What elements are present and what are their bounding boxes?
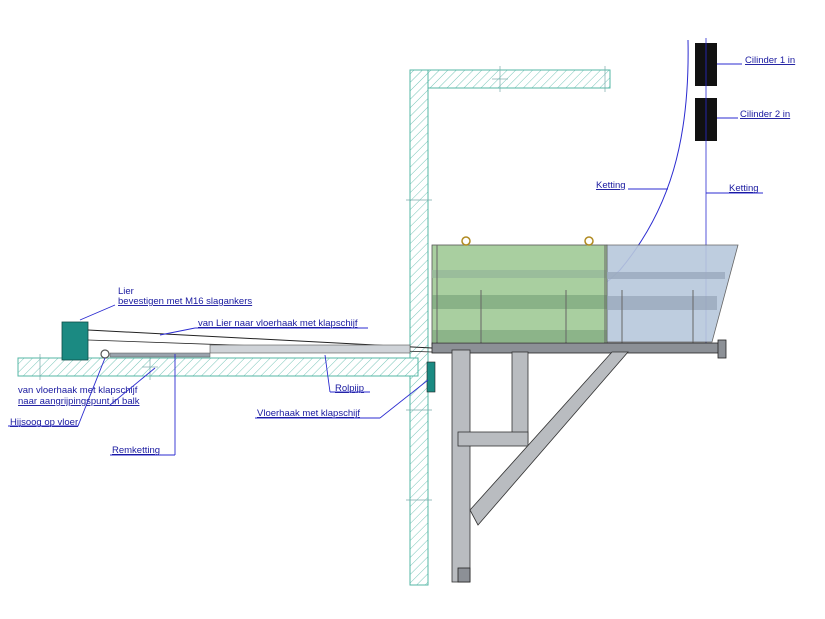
label-lier-to-hook: van Lier naar vloerhaak met klapschijf: [198, 318, 358, 329]
floor-hook: [426, 361, 436, 393]
label-hijsoog: Hijsoog op vloer: [10, 417, 78, 428]
upper-floor-slab: [409, 69, 611, 89]
label-ketting-left: Ketting: [596, 180, 626, 191]
winch-assembly: [61, 321, 433, 361]
building-wall: [409, 69, 429, 586]
label-cilinder-2: Cilinder 2 in: [740, 109, 790, 120]
platform-deck: [431, 342, 723, 354]
label-ketting-right: Ketting: [729, 183, 759, 194]
lower-floor-slab: [17, 357, 419, 377]
loading-platform: [431, 236, 739, 359]
label-rolpijp: Rolpijp: [335, 383, 364, 394]
label-vloerhaak-klapschijf: Vloerhaak met klapschijf: [257, 408, 360, 419]
label-cilinder-1: Cilinder 1 in: [745, 55, 795, 66]
label-lier-anchors: bevestigen met M16 slagankers: [118, 296, 252, 307]
winch-lier: [61, 321, 89, 361]
building-structure: [17, 66, 611, 586]
platform-cage-blue: [606, 244, 739, 343]
brake-chain: [109, 352, 211, 358]
annotation-leaders: [8, 63, 763, 456]
label-lier: Lier: [118, 286, 134, 297]
rolpijp-tube: [209, 344, 411, 354]
floor-eye: [100, 349, 110, 359]
label-hook-to-beam-2: naar aangrijpingspunt in balk: [18, 396, 140, 407]
label-remketting: Remketting: [112, 445, 160, 456]
cantilever-frame: [426, 349, 629, 583]
label-hook-to-beam-1: van vloerhaak met klapschijf: [18, 385, 138, 396]
annotation-labels: Cilinder 1 in Cilinder 2 in Ketting Kett…: [10, 55, 795, 456]
